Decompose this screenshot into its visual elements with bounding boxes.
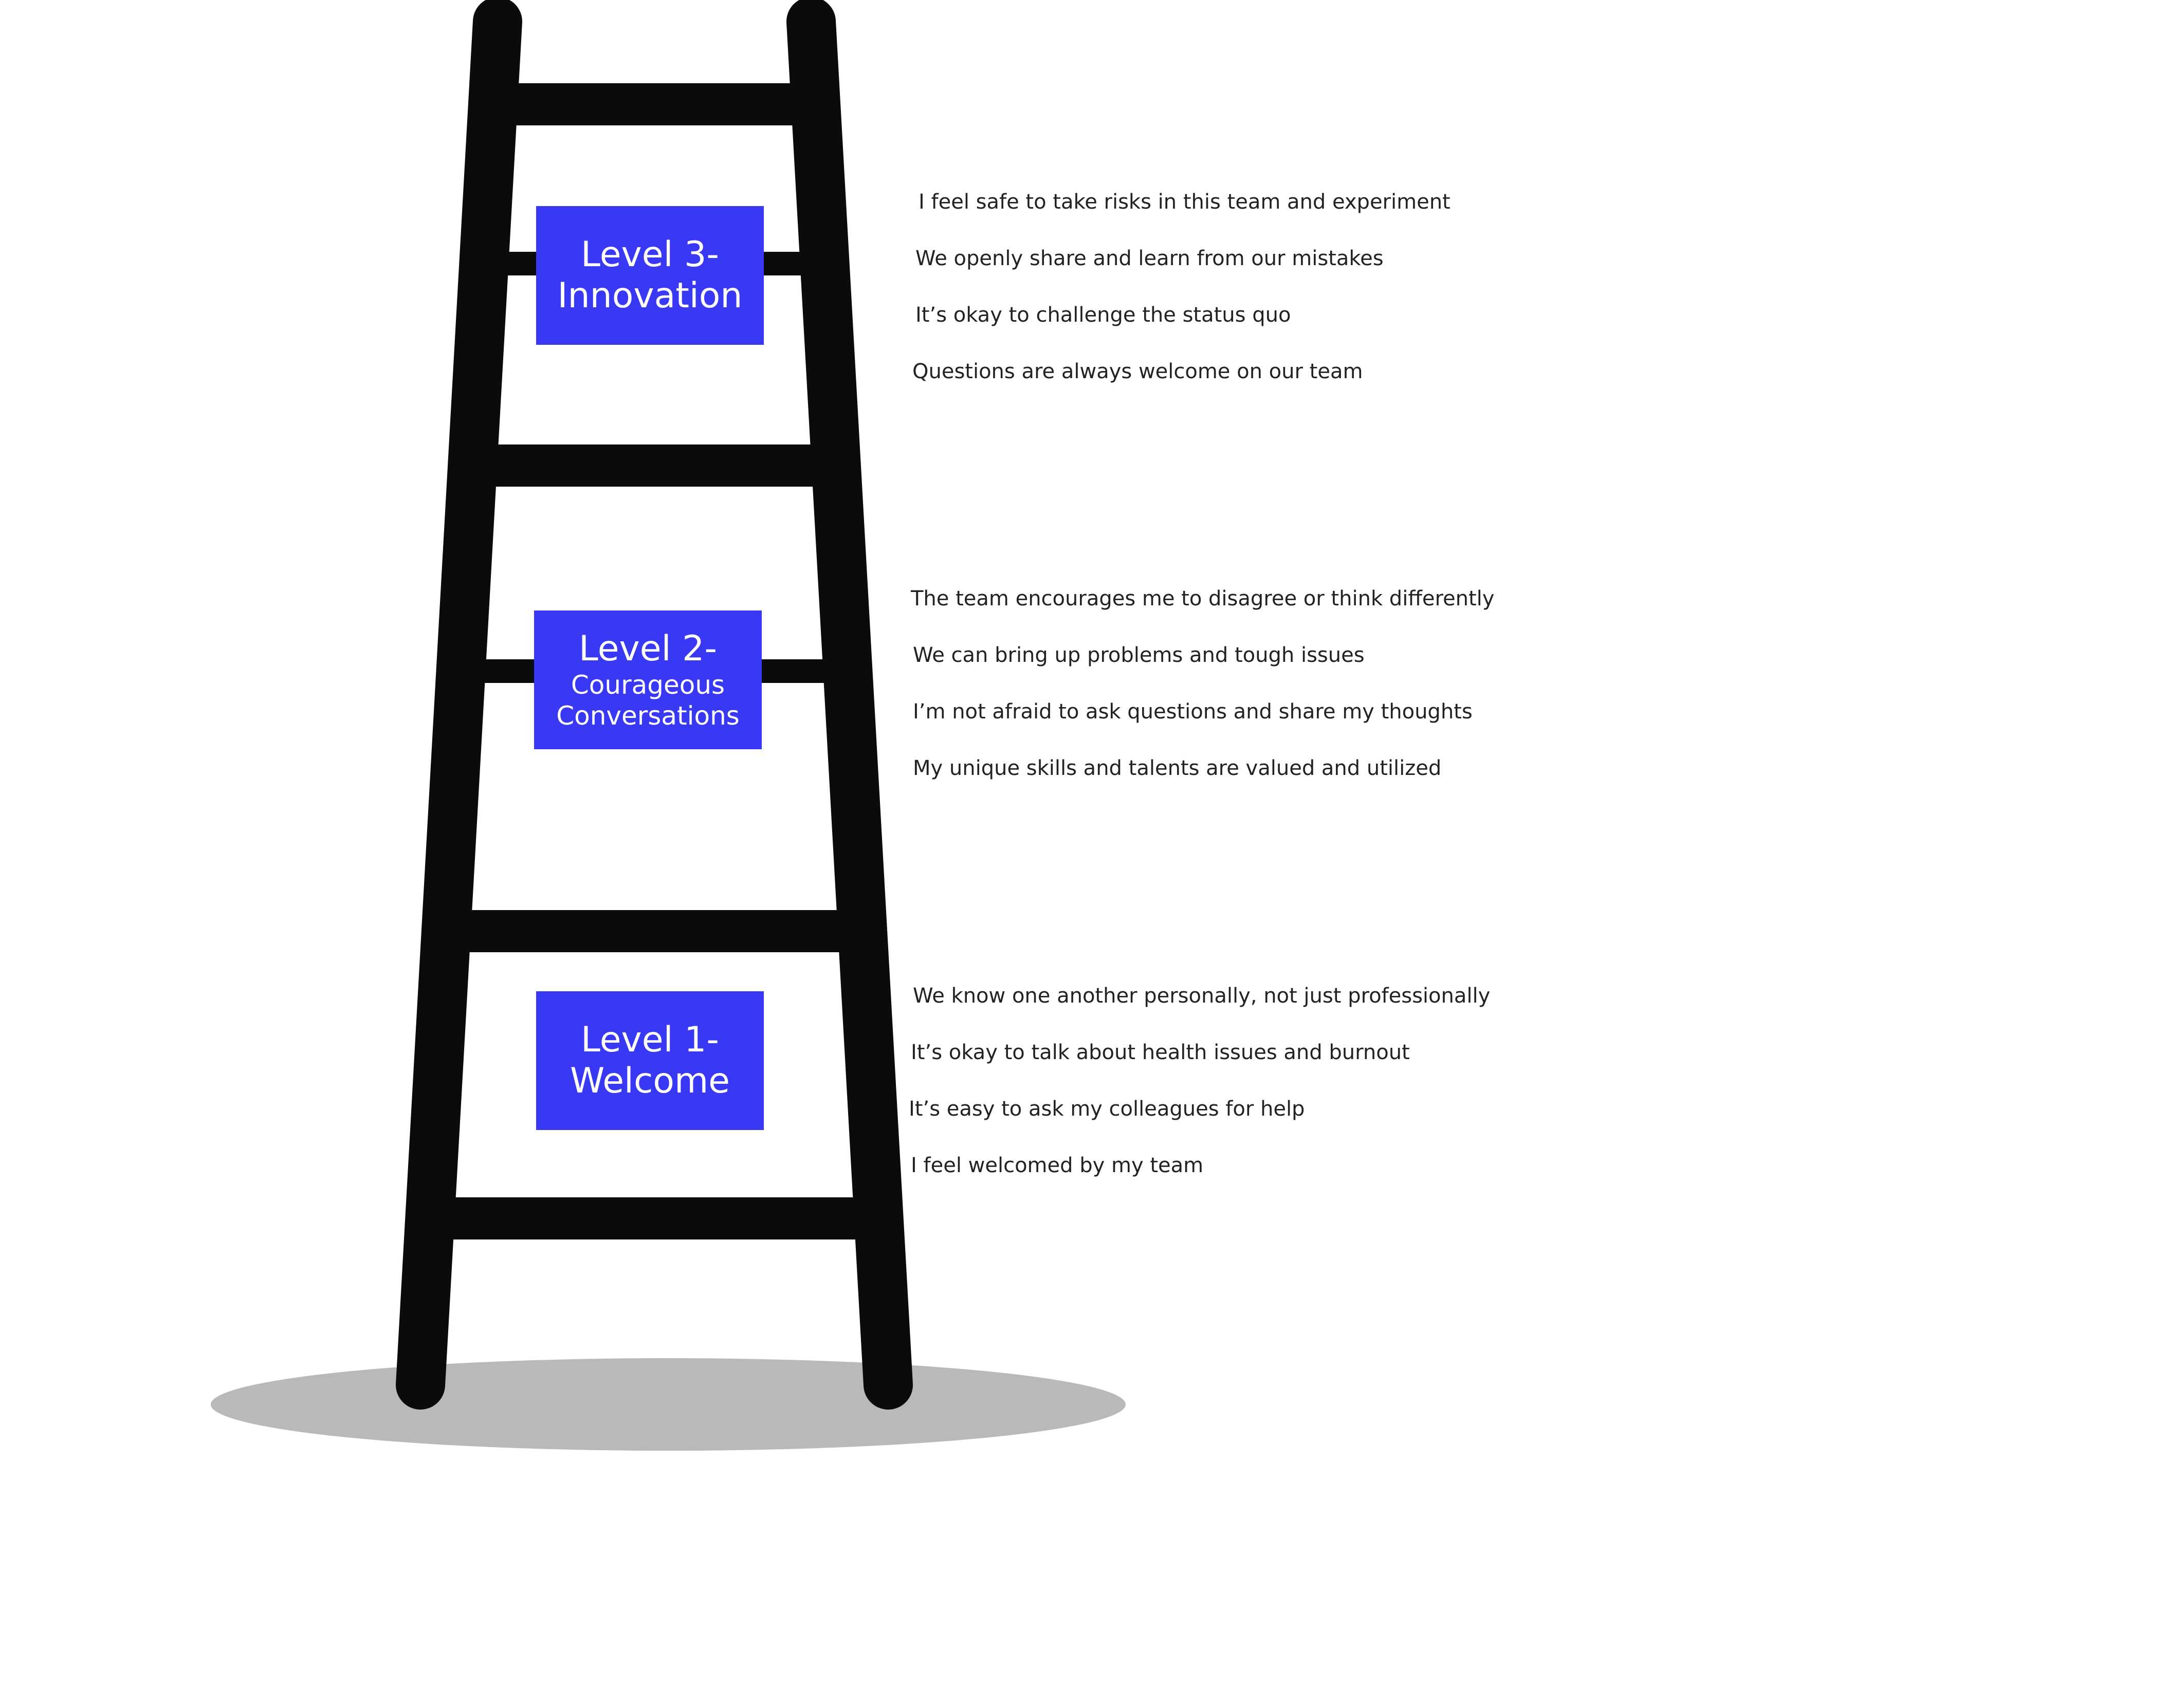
statement: It’s easy to ask my colleagues for help [909, 1097, 1305, 1121]
level-2-box: Level 2- Courageous Conversations [534, 610, 762, 749]
statement: My unique skills and talents are valued … [913, 756, 1442, 780]
level-3-statements: I feel safe to take risks in this team a… [912, 189, 1451, 415]
statement: The team encourages me to disagree or th… [911, 587, 1495, 610]
statement: It’s okay to talk about health issues an… [911, 1041, 1410, 1064]
level-2-statements: The team encourages me to disagree or th… [911, 586, 1494, 812]
statement: I feel safe to take risks in this team a… [919, 190, 1451, 214]
statement: I’m not afraid to ask questions and shar… [913, 700, 1473, 724]
level-2-subtitle: Courageous [571, 670, 725, 700]
ladder-left-rail [396, 0, 522, 1410]
level-1-title: Level 1- [581, 1019, 719, 1060]
ladder-rung [421, 1197, 879, 1239]
level-3-subtitle: Innovation [557, 275, 743, 316]
level-2-subtitle-line2: Conversations [556, 701, 740, 731]
ladder-shadow [211, 1358, 1126, 1451]
statement: It’s okay to challenge the status quo [915, 303, 1291, 327]
level-2-title: Level 2- [579, 628, 717, 669]
level-1-statements: We know one another personally, not just… [909, 983, 1490, 1209]
ladder-rung [478, 83, 828, 125]
ladder-rung [437, 910, 864, 952]
statement: I feel welcomed by my team [911, 1154, 1204, 1177]
statement: Questions are always welcome on our team [912, 360, 1363, 383]
level-1-box: Level 1- Welcome [536, 991, 764, 1130]
level-1-subtitle: Welcome [570, 1061, 730, 1101]
ladder-rung [457, 445, 843, 487]
level-3-box: Level 3- Innovation [536, 206, 764, 345]
statement: We know one another personally, not just… [913, 984, 1491, 1008]
statement: We can bring up problems and tough issue… [913, 643, 1365, 667]
level-3-title: Level 3- [581, 234, 719, 275]
ladder-right-rail [786, 0, 913, 1410]
statement: We openly share and learn from our mista… [915, 247, 1384, 270]
